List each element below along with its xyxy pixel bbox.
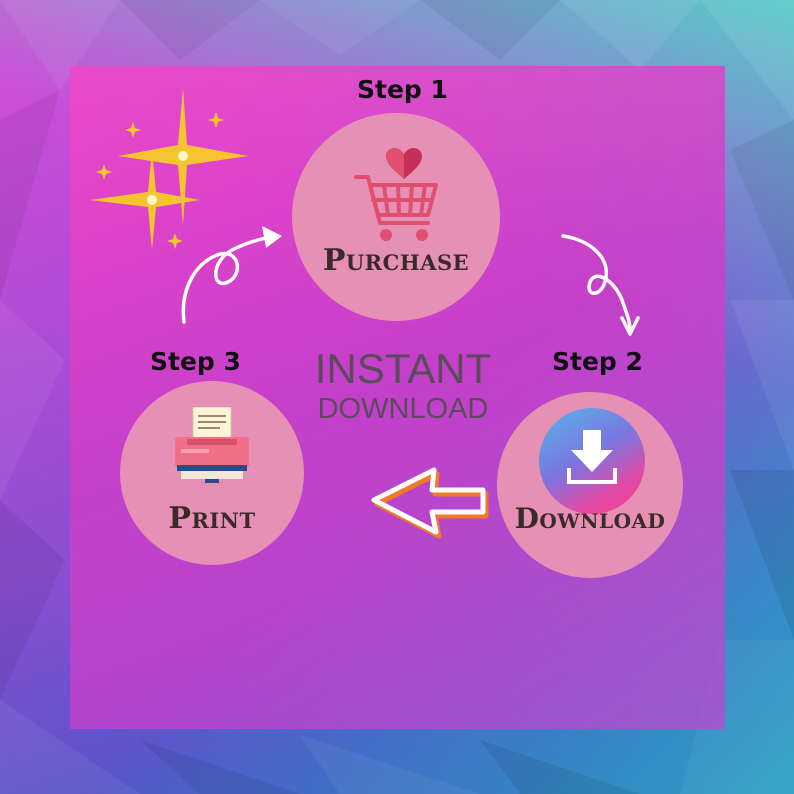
purchase-circle[interactable]: Purchase: [292, 113, 500, 321]
download-icon: [539, 408, 645, 514]
print-circle[interactable]: Print: [120, 381, 304, 565]
heart-icon: [386, 148, 422, 179]
step2-label: Step 2: [552, 347, 643, 376]
arrow-to-print: [371, 467, 489, 539]
arrow-to-download: [561, 234, 632, 332]
shopping-cart-icon: [354, 175, 438, 241]
purchase-label: Purchase: [322, 243, 470, 278]
download-label: Download: [514, 502, 666, 535]
download-circle[interactable]: Download: [497, 392, 683, 578]
download-subtitle: DOWNLOAD: [317, 393, 489, 425]
arrow-to-purchase: [181, 234, 280, 324]
step1-label: Step 1: [357, 75, 448, 104]
step3-label: Step 3: [150, 347, 241, 376]
printer-icon: [175, 407, 249, 483]
print-label: Print: [168, 501, 256, 536]
instant-title: INSTANT: [314, 345, 492, 392]
